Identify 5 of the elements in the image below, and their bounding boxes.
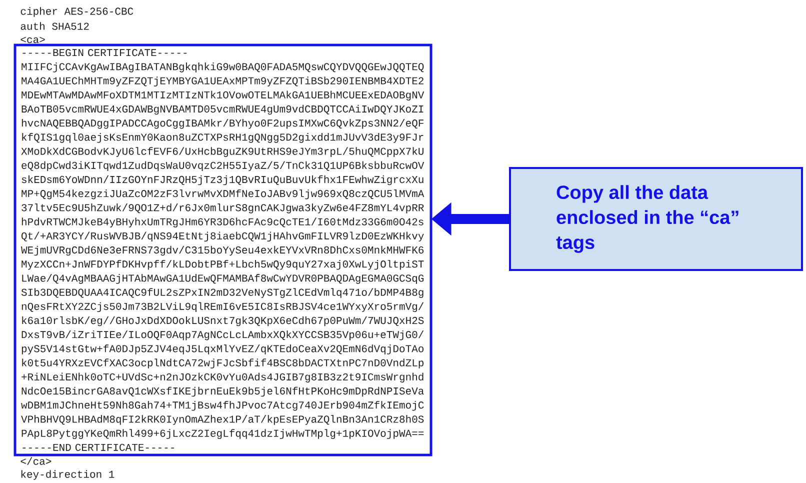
callout-box: Copy all the data enclosed in the “ca” tags	[509, 167, 803, 271]
certificate-box: -----BEGIN CERTIFICATE----- MIIFCjCCAvKgAwIBAgIBATANBgkqhkiG9w0BAQ0FADA5MQswCQYDVQQGEwJQQTEQ MA4GA1UEChMHTm9yZFZQTjEYMBYGA1UEAxMPTm9yZFZQTiBSb290IENBMB4XDTE2 MDEwMTAwMDAwMFoXDTM1MTIzMTIzNTk1OVowOTELMAkGA1UEBhMCUEExEDAOBgNV BAoTB05vcmRWUE4xGDAWBgNVBAMTD05vcmRWUE4gUm9vdCBDQTCCAiIwDQYJKoZI hvcNAQEBBQADggIPADCCAgoCggIBAMkr/BYhyo0F2upsIMXwC6QvkZps3NN2/eQF kfQIS1gql0aejsKsEnmY0Kaon8uZCTXPsRH1gQNgg5D2gixdd1mJUvV3dE3y9FJr XMoDkXdCGBodvKJyU6lcfEVF6/UxHcbBguZK9UtRHS9eJYm3rpL/5huQMCppX7kU eQ8dpCwd3iKITqwd1ZudDqsWaU0vqzC2H55IyaZ/5/TnCk31Q1UP6BksbbuRcwOV skEDsm6YoWDnn/IIzGOYnFJRzQH5jTz3j1QBvRIuQuBuvUkfhx1FEwhwZigrcxXu MP+QgM54kezgziJUaZcOM2zF3lvrwMvXDMfNeIoJABv9ljw969xQ8czQCU5lMVmA 37ltv5Ec9U5hZuwk/9QO1Z+d/r6Jx0mlurS8gnCAKJgwa3kyZw6e4FZ8mYL4vpRR hPdvRTWCMJkeB4yBHyhxUmTRgJHm6YR3D6hcFAc9cQcTE1/I60tMdz33G6m0O42s Qt/+AR3YCY/RusWVBJB/qNS94EtNtj8iaebCQW1jHAhvGmFILVR9lzD0EzWKHkvy WEjmUVRgCDd6Ne3eFRNS73gdv/C315boYySeu4exkEYVxVRn8DhCxs0MnkMHWFK6 MyzXCCn+JnWFDYPfDKHvpff/kLDobtPBf+Lbch5wQy9quY27xaj0XwLyjOltpiST LWae/Q4vAgMBAAGjHTAbMAwGA1UdEwQFMAMBAf8wCwYDVR0PBAQDAgEGMA0GCSqG SIb3DQEBDQUAA4ICAQC9fUL2sZPxIN2mD32VeNySTgZlCEdVmlq471o/bDMP4B8g nQesFRtXY2ZCjs50Jm73B2LViL9qlREmI6vE5IC8IsRBJSV4ce1WYxyXro5rmVg/ k6a10rlsbK/eg//GHoJxDdXDOokLUSnxt7gk3QKpX6eCdh67p0PuWm/7WUJQxH2S DxsT9vB/iZriTIEe/ILoOQF0Aqp7AgNCcLcLAmbxXQkXYCCSB35Vp06u+eTWjG0/ pyS5V14stGtw+fA0DJp5ZJV4eqJ5LqxMlYvEZ/qKTEdoCeaXv2QEmN6dVqjDoTAo k0t5u4YRXzEVCfXAC3ocplNdtCA72wjFJcSbfif4BSC8bDACTXtnPC7nD0VndZLp +RiNLeiENhk0oTC+UVdSc+n2nJOzkCK0vYu0Ads4JGIB7g8IB3z2t9ICmsWrgnhd NdcOe15BincrGA8avQ1cWXsfIKEjbrnEuEk9b5jel6NfHtPKoHc9mDpRdNPISeVa wDBM1mJChneHt59Nh8Gah74+TM1jBsw4fhJPvoc7Atcg740JErb904mZfkIEmojC VPhBHVQ9LHBAdM8qFI2kRK0IynOmAZhex1P/aT/kpEsEPyaZQlnBn3An1CRz8h0S PApL8PytggYKeQmRhl499+6jLxcZ2IegLfqq41dzIjwHwTMplg+1pKIOVojpWA== -----END CERTIFICATE-----	[14, 44, 432, 456]
code-line: cipher AES-256-CBC	[20, 7, 134, 17]
code-line: key-direction 1	[21, 470, 114, 480]
code-line: auth SHA512	[20, 22, 89, 30]
